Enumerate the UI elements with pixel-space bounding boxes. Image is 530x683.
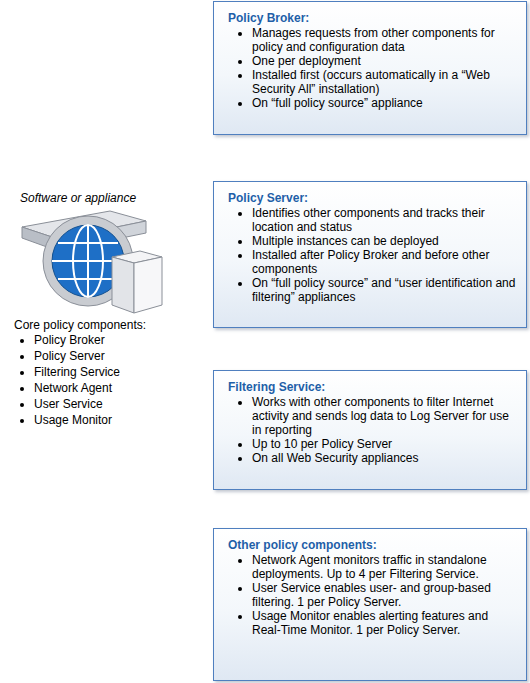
bullet-text: Installed first (occurs automatically in…: [252, 68, 490, 96]
bullet-text: On all Web Security appliances: [252, 451, 419, 465]
component-name: Policy Broker: [34, 333, 105, 347]
box-heading: Policy Broker:: [228, 11, 309, 25]
appliance-illustration: [0, 205, 180, 315]
bullet-item: Manages requests from other components f…: [252, 26, 516, 54]
illustration-caption: Software or appliance: [20, 191, 136, 205]
component-name: Usage Monitor: [34, 413, 112, 427]
bullet-text: One per deployment: [252, 54, 361, 68]
bullet-item: Network Agent monitors traffic in standa…: [252, 553, 516, 581]
bullet-list: Manages requests from other components f…: [214, 26, 516, 110]
component-name: Filtering Service: [34, 365, 120, 379]
bullet-item: On “full policy source” and “user identi…: [252, 276, 516, 304]
box-heading: Policy Server:: [228, 191, 308, 205]
bullet-item: Usage Monitor enables alerting features …: [252, 609, 516, 637]
bullet-text: On “full policy source” and “user identi…: [252, 276, 515, 304]
bullet-text: Identifies other components and tracks t…: [252, 206, 485, 234]
info-box: Policy Server:Identifies other component…: [213, 181, 527, 328]
component-name: User Service: [34, 397, 103, 411]
bullet-item: Up to 10 per Policy Server: [252, 437, 516, 451]
bullet-item: User Service enables user- and group-bas…: [252, 581, 516, 609]
component-name: Network Agent: [34, 381, 112, 395]
component-item: Filtering Service: [34, 364, 120, 380]
bullet-list: Network Agent monitors traffic in standa…: [214, 553, 516, 637]
bullet-item: Installed after Policy Broker and before…: [252, 248, 516, 276]
tower-side: [134, 257, 162, 313]
component-list: Policy BrokerPolicy ServerFiltering Serv…: [14, 332, 120, 428]
bullet-item: Works with other components to filter In…: [252, 395, 516, 437]
tower-front: [112, 257, 134, 313]
component-item: Policy Server: [34, 348, 120, 364]
info-box: Filtering Service:Works with other compo…: [213, 370, 527, 490]
box-heading: Other policy components:: [228, 538, 377, 552]
component-item: Policy Broker: [34, 332, 120, 348]
bullet-list: Works with other components to filter In…: [214, 395, 516, 465]
component-item: User Service: [34, 396, 120, 412]
bullet-text: Manages requests from other components f…: [252, 26, 495, 54]
info-box: Policy Broker:Manages requests from othe…: [213, 1, 527, 135]
bullet-list: Identifies other components and tracks t…: [214, 206, 516, 304]
box-heading: Filtering Service:: [228, 380, 325, 394]
component-item: Network Agent: [34, 380, 120, 396]
bullet-item: One per deployment: [252, 54, 516, 68]
bullet-text: Installed after Policy Broker and before…: [252, 248, 489, 276]
parallel: [58, 242, 118, 244]
bullet-item: Multiple instances can be deployed: [252, 234, 516, 248]
bullet-text: On “full policy source” appliance: [252, 96, 423, 110]
bullet-item: On “full policy source” appliance: [252, 96, 516, 110]
info-box: Other policy components:Network Agent mo…: [213, 528, 527, 681]
bullet-text: Usage Monitor enables alerting features …: [252, 609, 488, 637]
bullet-text: User Service enables user- and group-bas…: [252, 581, 491, 609]
bullet-item: On all Web Security appliances: [252, 451, 516, 465]
bullet-text: Up to 10 per Policy Server: [252, 437, 392, 451]
bullet-item: Identifies other components and tracks t…: [252, 206, 516, 234]
component-item: Usage Monitor: [34, 412, 120, 428]
bullet-text: Network Agent monitors traffic in standa…: [252, 553, 487, 581]
bullet-item: Installed first (occurs automatically in…: [252, 68, 516, 96]
bullet-text: Works with other components to filter In…: [252, 395, 509, 437]
list-heading: Core policy components:: [14, 318, 146, 332]
component-name: Policy Server: [34, 349, 105, 363]
parallel: [58, 278, 118, 280]
bullet-text: Multiple instances can be deployed: [252, 234, 439, 248]
